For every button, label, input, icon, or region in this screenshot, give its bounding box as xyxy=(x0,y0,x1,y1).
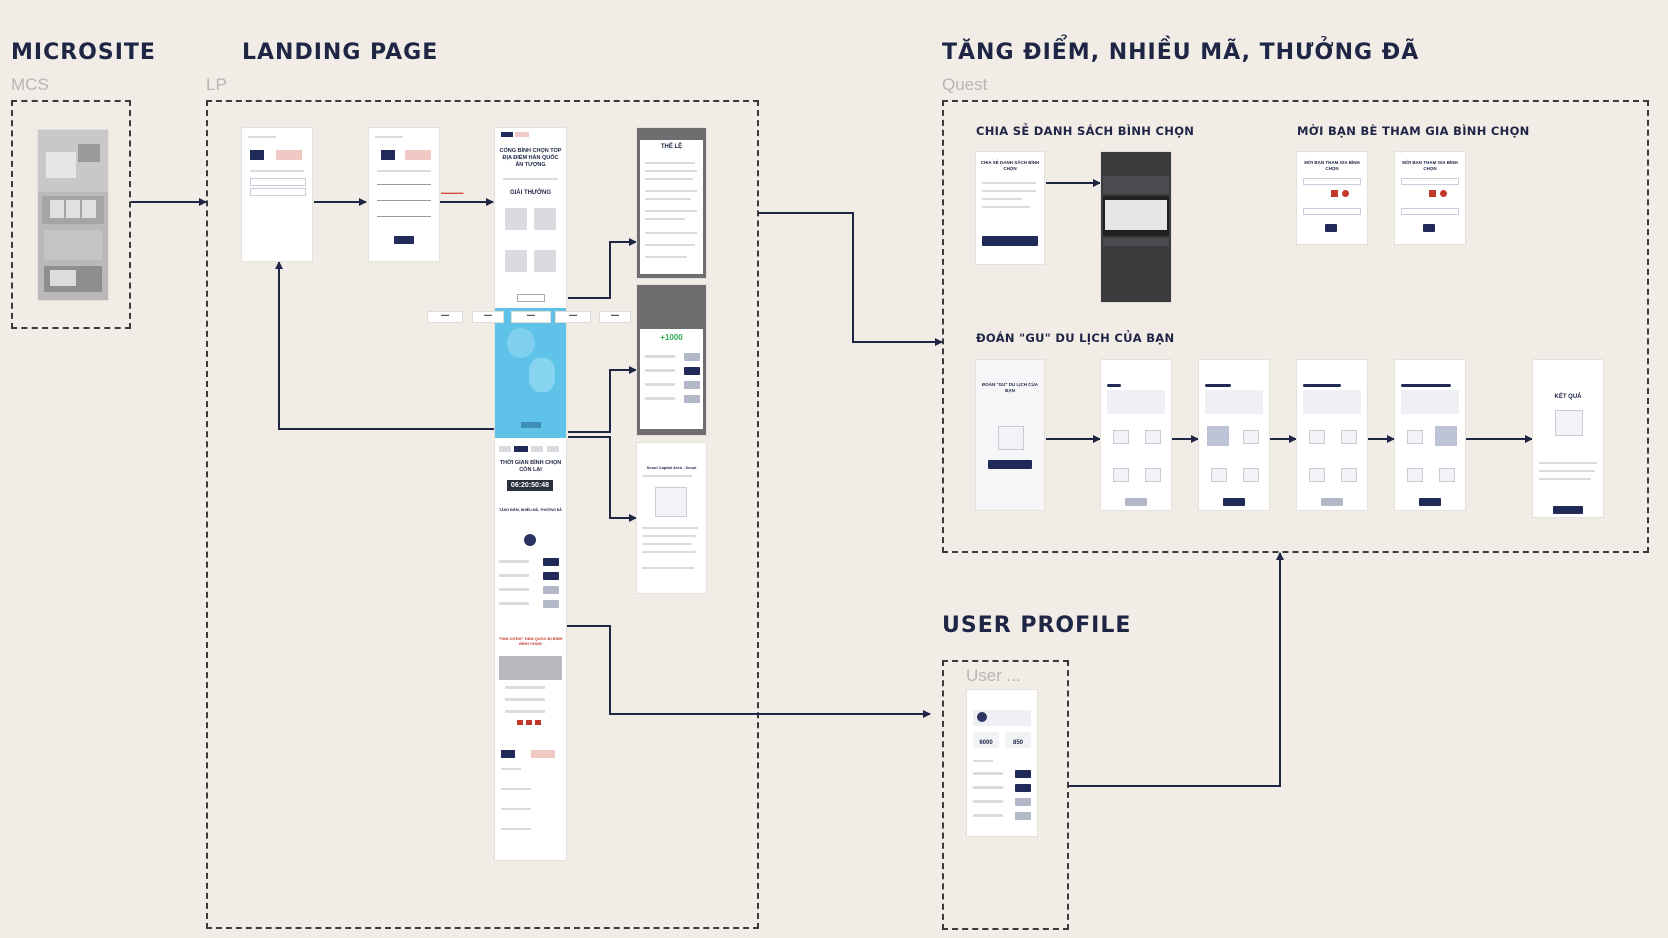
province-chip[interactable]: ▬▬ xyxy=(428,312,462,322)
landing-page-code: LP xyxy=(206,75,227,94)
microsite-title: MICROSITE xyxy=(11,40,156,65)
lp-login-frame[interactable] xyxy=(242,128,312,261)
profile-score-b: 850 xyxy=(1005,732,1031,748)
user-profile-code: User ... xyxy=(966,666,1021,685)
share-frame-2[interactable] xyxy=(1101,152,1171,302)
quest-code: Quest xyxy=(942,75,988,94)
lp-quest-section-title: TĂNG ĐIỂM, NHIỀU MÃ, THƯỞNG ĐÃ xyxy=(499,508,562,512)
microsite-group xyxy=(11,100,131,329)
lp-points-frame[interactable]: +1000 xyxy=(637,285,706,435)
invite-frame-title: MỜI BẠN THAM GIA BÌNH CHỌN xyxy=(1304,160,1360,171)
share-frame-title: CHIA SẺ DANH SÁCH BÌNH CHỌN xyxy=(980,160,1040,171)
lp-countdown: 06:20:50:48 xyxy=(507,480,553,491)
arrow-home-to-rules xyxy=(568,238,637,299)
otp-error-note: ▬▬▬▬▬ xyxy=(441,190,464,195)
arrow-fans-to-profile xyxy=(557,625,931,718)
rules-title: THỂ LỆ xyxy=(660,144,683,150)
lp-home-title: CỔNG BÌNH CHỌN TOP ĐỊA ĐIỂM HÀN QUỐC ẤN … xyxy=(499,148,562,168)
guess-frame-title: ĐOÁN "GU" DU LỊCH CỦA BẠN xyxy=(981,382,1038,393)
share-frame-1[interactable]: CHIA SẺ DANH SÁCH BÌNH CHỌN xyxy=(976,152,1044,264)
lp-home-frame[interactable]: CỔNG BÌNH CHỌN TOP ĐỊA ĐIỂM HÀN QUỐC ẤN … xyxy=(495,128,566,860)
arrow-map-back-to-login xyxy=(275,261,495,430)
lp-rules-frame[interactable]: THỂ LỆ xyxy=(637,128,706,278)
quest-title: TĂNG ĐIỂM, NHIỀU MÃ, THƯỞNG ĐÃ xyxy=(942,40,1420,65)
guess-frame-start[interactable]: ĐOÁN "GU" DU LỊCH CỦA BẠN xyxy=(976,360,1044,510)
invite-frame-2[interactable]: MỜI BẠN THAM GIA BÌNH CHỌN xyxy=(1395,152,1465,244)
province-chip[interactable]: ▬▬ xyxy=(473,312,503,322)
province-chip[interactable]: ▬▬ xyxy=(512,312,550,322)
points-value: +1000 xyxy=(660,333,683,342)
lp-fans-title: "FAN CỨNG" HÀN QUỐC ĐỊ ĐÌNH BÌNH CHỌN xyxy=(498,636,563,646)
guess-question-4[interactable] xyxy=(1395,360,1465,510)
lp-detail-frame[interactable]: Seoul Capital Area - Seoul xyxy=(637,443,706,593)
guess-result-frame[interactable]: KẾT QUẢ xyxy=(1533,360,1603,517)
microsite-frame[interactable] xyxy=(38,130,108,300)
invite-frame-title-2: MỜI BẠN THAM GIA BÌNH CHỌN xyxy=(1402,160,1458,171)
share-group-title: CHIA SẺ DANH SÁCH BÌNH CHỌN xyxy=(976,124,1195,138)
arrow-map-to-points xyxy=(568,366,637,433)
lp-home-prizes: GIẢI THƯỞNG xyxy=(509,190,552,196)
province-chip[interactable]: ▬▬ xyxy=(600,312,630,322)
landing-page-group xyxy=(206,100,759,929)
user-profile-group xyxy=(942,660,1069,930)
guess-question-1[interactable] xyxy=(1101,360,1171,510)
quest-group xyxy=(942,100,1649,553)
profile-score-a: 6000 xyxy=(973,732,999,748)
guess-result-title: KẾT QUẢ xyxy=(1554,394,1582,400)
province-chip[interactable]: ▬▬ xyxy=(556,312,590,322)
lp-otp-frame[interactable] xyxy=(369,128,439,261)
invite-frame-1[interactable]: MỜI BẠN THAM GIA BÌNH CHỌN xyxy=(1297,152,1367,244)
lp-map[interactable] xyxy=(495,308,566,438)
user-profile-frame[interactable]: 6000 850 xyxy=(967,690,1037,836)
arrow-profile-to-quest xyxy=(1069,552,1284,787)
user-profile-title: USER PROFILE xyxy=(942,613,1132,638)
arrow-lp-to-quest xyxy=(759,212,943,346)
landing-page-title: LANDING PAGE xyxy=(242,40,439,65)
lp-countdown-title: THỜI GIAN BÌNH CHỌN CÒN LẠI xyxy=(499,460,562,473)
invite-group-title: MỜI BẠN BÈ THAM GIA BÌNH CHỌN xyxy=(1297,124,1530,138)
microsite-code: MCS xyxy=(11,75,49,94)
guess-group-title: ĐOÁN "GU" DU LỊCH CỦA BẠN xyxy=(976,331,1175,345)
detail-title: Seoul Capital Area - Seoul xyxy=(646,465,697,470)
guess-question-3[interactable] xyxy=(1297,360,1367,510)
arrow-map-to-detail xyxy=(568,436,637,522)
guess-question-2[interactable] xyxy=(1199,360,1269,510)
